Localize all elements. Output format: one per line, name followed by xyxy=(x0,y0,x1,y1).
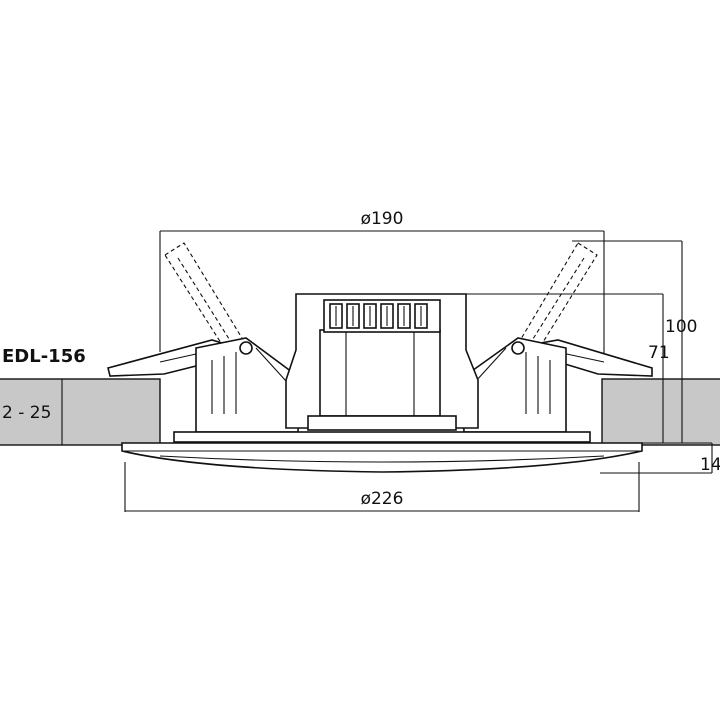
outer-diameter-label: ø226 xyxy=(361,489,404,509)
height-overall-label: 100 xyxy=(665,317,697,337)
spring-clamp-left-open xyxy=(164,242,246,355)
top-diameter-label: ø190 xyxy=(361,209,404,229)
dimension-outer-diameter: ø226 xyxy=(124,462,640,512)
dimension-height-overall: 100 xyxy=(572,240,697,443)
ceiling-thickness-label: 2 - 25 xyxy=(2,403,51,423)
dimension-ceiling-thickness: 2 - 25 xyxy=(2,379,63,445)
dimension-height-inner: 71 xyxy=(464,293,670,443)
model-label: EDL-156 xyxy=(2,346,86,367)
front-flange xyxy=(121,442,643,473)
terminal-screws xyxy=(329,303,428,329)
ceiling-panel-left xyxy=(0,378,161,446)
dimension-flange-height: 14 xyxy=(600,442,720,475)
ceiling-panel-right xyxy=(601,378,720,446)
dimension-top-diameter: ø190 xyxy=(159,209,605,370)
terminal-block xyxy=(323,299,441,333)
chassis-base xyxy=(173,431,591,443)
height-inner-label: 71 xyxy=(648,343,670,363)
flange-height-label: 14 xyxy=(700,455,720,475)
bracket-left xyxy=(195,337,301,433)
spring-clamp-right-open xyxy=(517,242,598,356)
